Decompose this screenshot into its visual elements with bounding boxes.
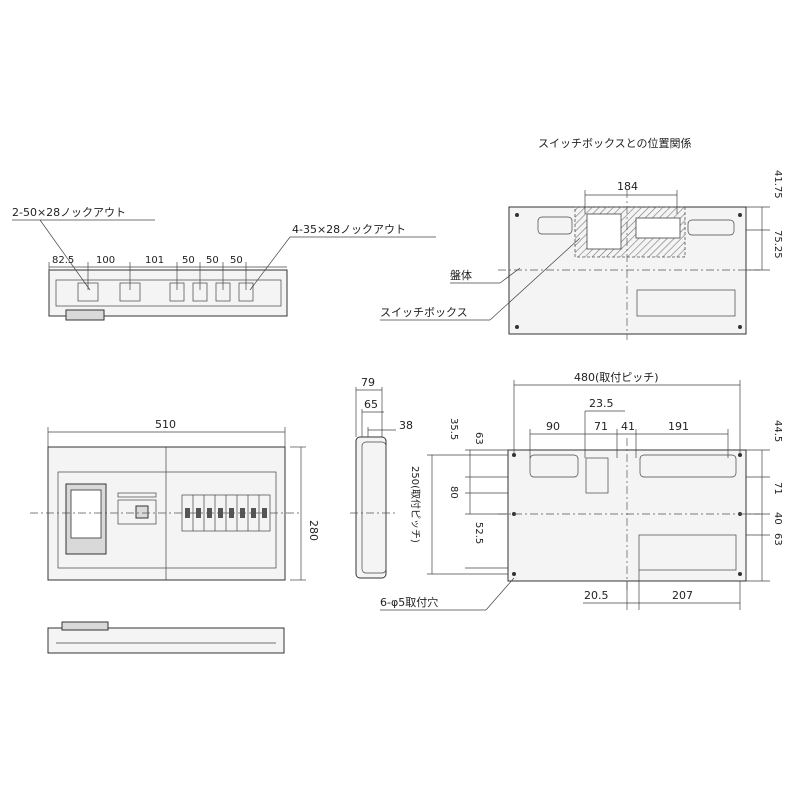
dim-35-5: 35.5 [448,418,459,440]
dim-71: 71 [594,420,608,433]
top-view: 82.5 100 101 50 50 50 2-50×28ノックアウト 4-35… [12,206,436,321]
dim-71-right: 71 [772,482,783,495]
dim-82-5: 82.5 [52,255,74,266]
knockout-right-label: 4-35×28ノックアウト [292,223,406,236]
dim-41-75: 41.75 [772,170,783,199]
dim-75-25: 75.25 [772,230,783,259]
dim-20-5: 20.5 [584,589,609,602]
bottom-view [47,621,285,654]
dim-80: 80 [448,486,459,499]
dim-101: 101 [145,255,164,266]
dim-184: 184 [617,180,638,193]
dim-510: 510 [155,418,176,431]
dim-63-right: 63 [772,533,783,546]
dim-50-a: 50 [182,255,195,266]
dim-40-right: 40 [772,512,783,525]
dim-65: 65 [364,398,378,411]
body-label: 盤体 [450,268,472,282]
mount-holes-label: 6-φ5取付穴 [380,595,438,609]
dim-191: 191 [668,420,689,433]
rear-view: 480(取付ピッチ) 23.5 90 71 41 191 44.5 71 40 … [380,371,783,611]
side-view: 79 65 38 [350,376,413,579]
dim-250-pitch: 250(取付ピッチ) [409,466,422,543]
dim-280: 280 [307,520,320,541]
top-view-foot [65,309,105,321]
dim-50-c: 50 [230,255,243,266]
switch-box-relation-view: スイッチボックスとの位置関係 184 41.75 75.25 盤体 スイッチボッ… [380,136,783,340]
dim-41: 41 [621,420,635,433]
switch-box-label: スイッチボックス [380,306,468,319]
dim-100: 100 [96,255,115,266]
knockout-left-label: 2-50×28ノックアウト [12,206,126,219]
earth-leakage-breaker [117,499,157,525]
front-view: 510 280 [30,418,320,581]
dim-79: 79 [361,376,375,389]
top-view-body [48,269,288,317]
dim-90: 90 [546,420,560,433]
side-view-body [355,436,387,579]
dim-23-5: 23.5 [589,397,614,410]
dim-44-5: 44.5 [772,420,783,442]
top-view-inner [55,279,282,307]
dim-63-left: 63 [473,432,484,445]
relation-title: スイッチボックスとの位置関係 [538,136,692,150]
dim-38: 38 [399,419,413,432]
dim-52-5: 52.5 [473,522,484,544]
dim-50-b: 50 [206,255,219,266]
dim-480-pitch: 480(取付ピッチ) [574,371,659,384]
bottom-view-body [47,627,285,654]
dim-207: 207 [672,589,693,602]
